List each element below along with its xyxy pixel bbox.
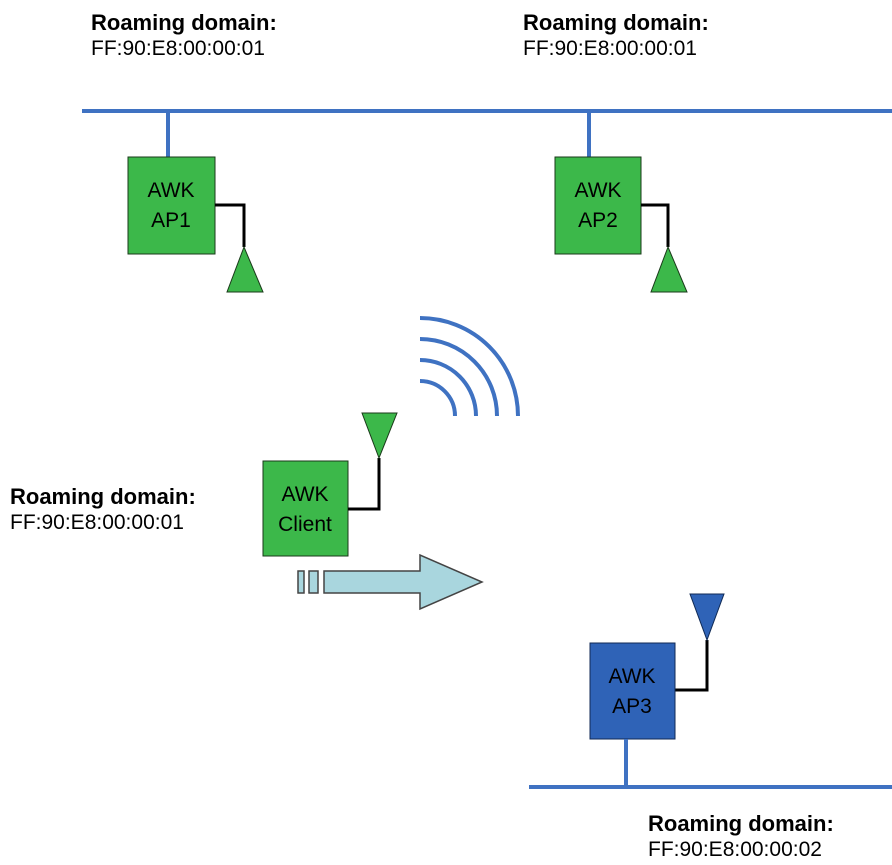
awk-ap1-device: AWK AP1 <box>127 156 216 255</box>
roaming-domain-ap2-label: Roaming domain: FF:90:E8:00:00:01 <box>523 10 709 62</box>
client-antenna-icon <box>361 412 398 460</box>
roaming-domain-ap3-label: Roaming domain: FF:90:E8:00:00:02 <box>648 811 834 863</box>
ap3-antenna-icon <box>689 593 725 642</box>
ap2-antenna-icon <box>650 245 688 293</box>
roaming-domain-ap1-label: Roaming domain: FF:90:E8:00:00:01 <box>91 10 277 62</box>
awk-ap2-device: AWK AP2 <box>554 156 642 255</box>
roaming-domain-title: Roaming domain: <box>91 10 277 35</box>
awk-ap3-device: AWK AP3 <box>589 642 676 740</box>
ap1-antenna-cable <box>215 203 246 247</box>
roaming-domain-mac: FF:90:E8:00:00:01 <box>91 37 265 60</box>
device-label-line2: AP2 <box>578 209 618 232</box>
device-label-line1: AWK <box>147 179 194 202</box>
roaming-domain-client-label: Roaming domain: FF:90:E8:00:00:01 <box>10 484 196 536</box>
roaming-domain-mac: FF:90:E8:00:00:01 <box>523 37 697 60</box>
roaming-domain-title: Roaming domain: <box>648 811 834 836</box>
device-label-line1: AWK <box>608 665 655 688</box>
ap1-antenna-icon <box>226 245 264 293</box>
wireless-signal-icon <box>419 316 520 417</box>
roaming-domain-mac: FF:90:E8:00:00:01 <box>10 511 184 534</box>
device-label-line2: AP3 <box>612 695 652 718</box>
ap2-antenna-cable <box>641 203 670 247</box>
roaming-domain-mac: FF:90:E8:00:00:02 <box>648 838 822 861</box>
ap3-antenna-cable <box>675 640 709 692</box>
roaming-domain-title: Roaming domain: <box>10 484 196 509</box>
roaming-direction-arrow <box>297 553 484 611</box>
client-antenna-cable <box>348 458 381 511</box>
device-label-line1: AWK <box>574 179 621 202</box>
device-label-line2: AP1 <box>151 209 191 232</box>
roaming-domain-title: Roaming domain: <box>523 10 709 35</box>
awk-client-device: AWK Client <box>262 460 349 557</box>
device-label-line2: Client <box>278 513 332 536</box>
device-label-line1: AWK <box>281 483 328 506</box>
